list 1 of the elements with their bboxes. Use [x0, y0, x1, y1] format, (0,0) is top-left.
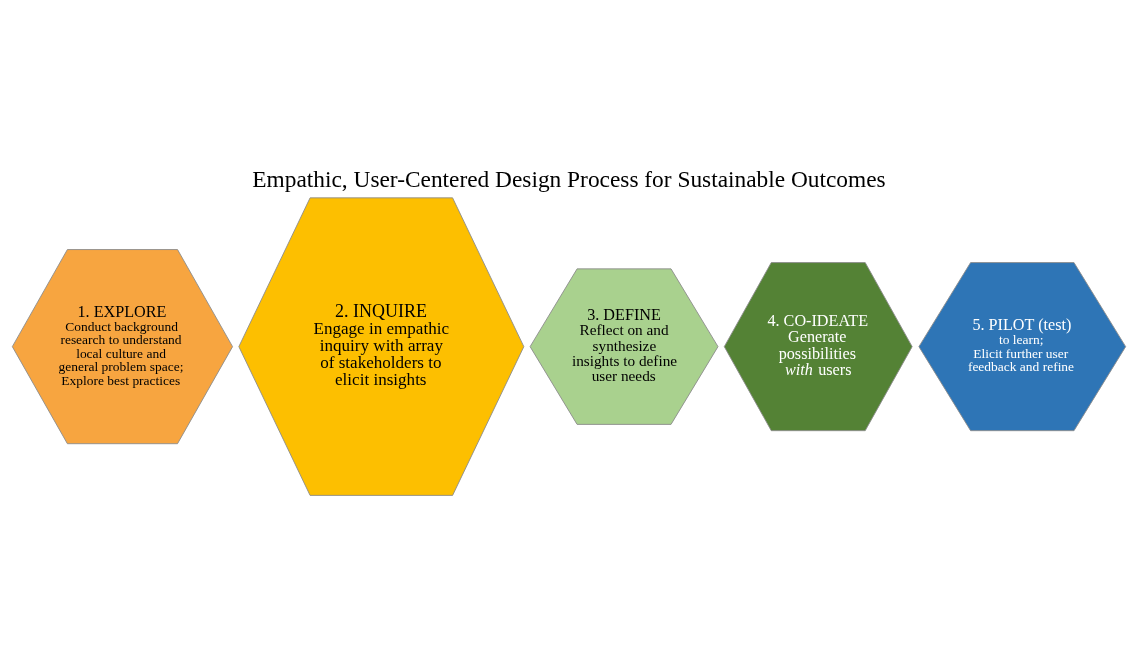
- diagram-title: Empathic, User-Centered Design Process for Sustainable Outcomes: [252, 165, 886, 192]
